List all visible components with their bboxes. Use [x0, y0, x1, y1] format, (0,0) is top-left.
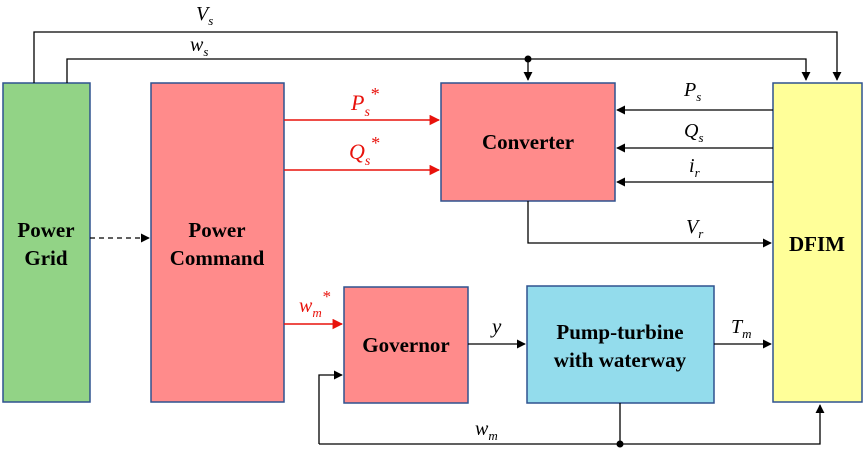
wm-line-to-dfim	[319, 404, 825, 445]
power-command-block: Power Command	[150, 82, 285, 403]
ws-line	[66, 58, 811, 83]
power-command-label-line2: Command	[170, 246, 265, 270]
power-grid-label-line2: Grid	[24, 246, 67, 270]
ir-label: ir	[689, 155, 701, 180]
power-grid-label-line1: Power	[17, 218, 74, 242]
power-grid-box	[2, 82, 91, 403]
vr-label: Vr	[686, 216, 704, 241]
dfim-block: DFIM	[772, 82, 863, 403]
vs-label: Vs	[196, 3, 213, 28]
ws-label: ws	[190, 34, 208, 59]
qs-label: Qs	[684, 120, 704, 145]
y-label: y	[490, 314, 502, 338]
power-command-box	[150, 82, 285, 403]
pump-turbine-block: Pump-turbine with waterway	[526, 285, 715, 404]
vs-line	[33, 31, 842, 83]
ps-ref-label: Ps*	[350, 84, 379, 120]
wm-junction-dot	[616, 440, 624, 448]
pump-turbine-label-line2: with waterway	[554, 348, 687, 372]
governor-block: Governor	[343, 286, 469, 404]
power-grid-block: Power Grid	[2, 82, 91, 403]
dfim-label: DFIM	[789, 232, 845, 256]
pump-turbine-label-line1: Pump-turbine	[556, 320, 683, 344]
ps-label: Ps	[683, 79, 701, 104]
power-command-label-line1: Power	[188, 218, 245, 242]
reference-connections	[284, 114, 441, 330]
wm-label: wm	[475, 418, 498, 443]
vr-line	[527, 201, 772, 248]
qs-ref-label: Qs*	[349, 133, 379, 169]
signal-connections	[33, 31, 842, 445]
converter-label: Converter	[482, 130, 574, 154]
converter-box	[440, 82, 616, 202]
ws-junction-dot	[524, 55, 532, 63]
converter-block: Converter	[440, 82, 616, 202]
governor-box	[343, 286, 469, 404]
tm-label: Tm	[731, 316, 752, 341]
wm-line-to-governor	[318, 370, 343, 444]
pump-turbine-box	[526, 285, 715, 404]
governor-label: Governor	[362, 333, 449, 357]
wm-ref-label: wm*	[299, 287, 331, 320]
dfim-box	[772, 82, 863, 403]
